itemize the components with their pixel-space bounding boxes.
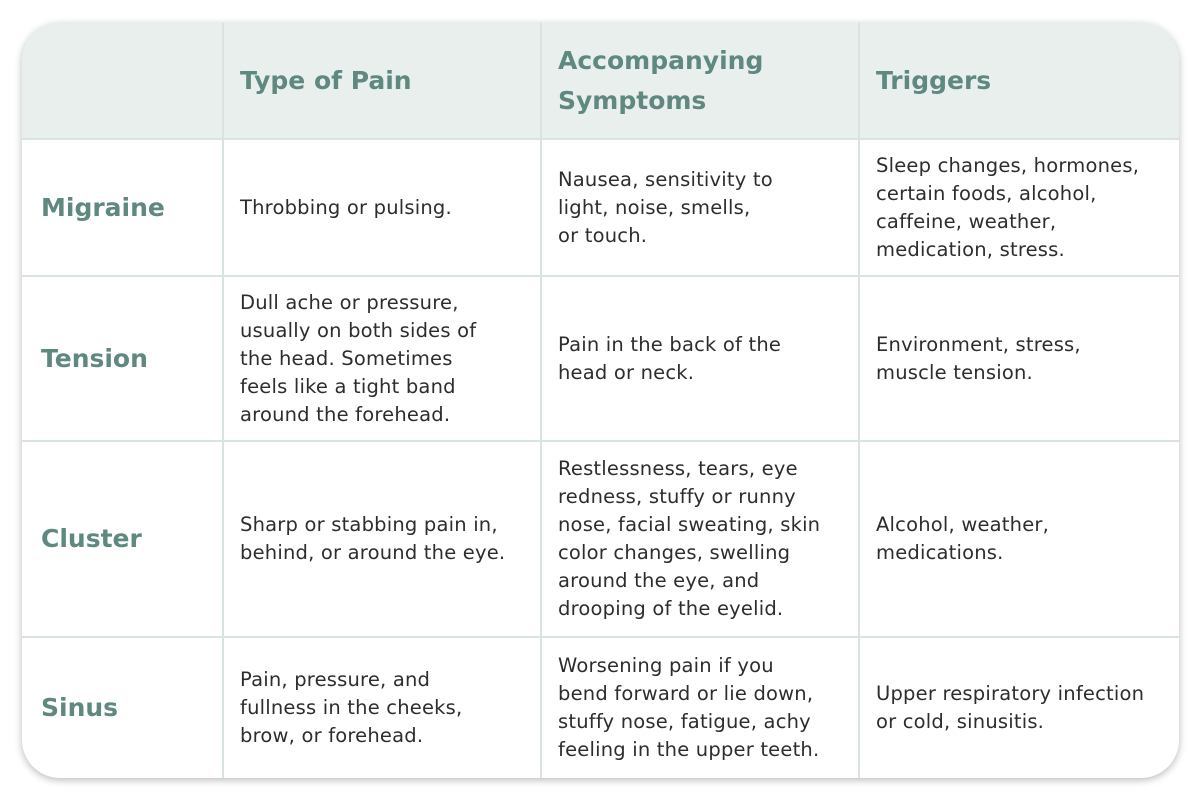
table-row-tension: Tension Dull ache or pressure, usually o… xyxy=(22,275,1179,442)
row-label-tension: Tension xyxy=(22,275,224,442)
table-row-cluster: Cluster Sharp or stabbing pain in, behin… xyxy=(22,440,1179,638)
header-corner-cell xyxy=(22,23,224,140)
cell-symptoms: Pain in the back of the head or neck. xyxy=(540,275,860,442)
header-row: Type of Pain Accompanying Symptoms Trigg… xyxy=(22,23,1179,140)
table-row-migraine: Migraine Throbbing or pulsing. Nausea, s… xyxy=(22,138,1179,277)
headache-comparison-card: Type of Pain Accompanying Symptoms Trigg… xyxy=(22,23,1179,778)
row-label-cluster: Cluster xyxy=(22,440,224,638)
row-label-migraine: Migraine xyxy=(22,138,224,277)
cell-triggers: Sleep changes, hormones, certain foods, … xyxy=(858,138,1179,277)
cell-type-of-pain: Pain, pressure, and fullness in the chee… xyxy=(222,636,542,778)
cell-triggers: Alcohol, weather, medications. xyxy=(858,440,1179,638)
header-triggers: Triggers xyxy=(858,23,1179,140)
cell-type-of-pain: Dull ache or pressure, usually on both s… xyxy=(222,275,542,442)
cell-type-of-pain: Throbbing or pulsing. xyxy=(222,138,542,277)
cell-symptoms: Nausea, sensitivity to light, noise, sme… xyxy=(540,138,860,277)
cell-triggers: Environment, stress, muscle tension. xyxy=(858,275,1179,442)
table-row-sinus: Sinus Pain, pressure, and fullness in th… xyxy=(22,636,1179,778)
header-accompanying-symptoms: Accompanying Symptoms xyxy=(540,23,860,140)
cell-symptoms: Restlessness, tears, eye redness, stuffy… xyxy=(540,440,860,638)
row-label-sinus: Sinus xyxy=(22,636,224,778)
cell-triggers: Upper respiratory infection or cold, sin… xyxy=(858,636,1179,778)
header-type-of-pain: Type of Pain xyxy=(222,23,542,140)
cell-type-of-pain: Sharp or stabbing pain in, behind, or ar… xyxy=(222,440,542,638)
cell-symptoms: Worsening pain if you bend forward or li… xyxy=(540,636,860,778)
headache-comparison-table: Type of Pain Accompanying Symptoms Trigg… xyxy=(22,23,1179,778)
